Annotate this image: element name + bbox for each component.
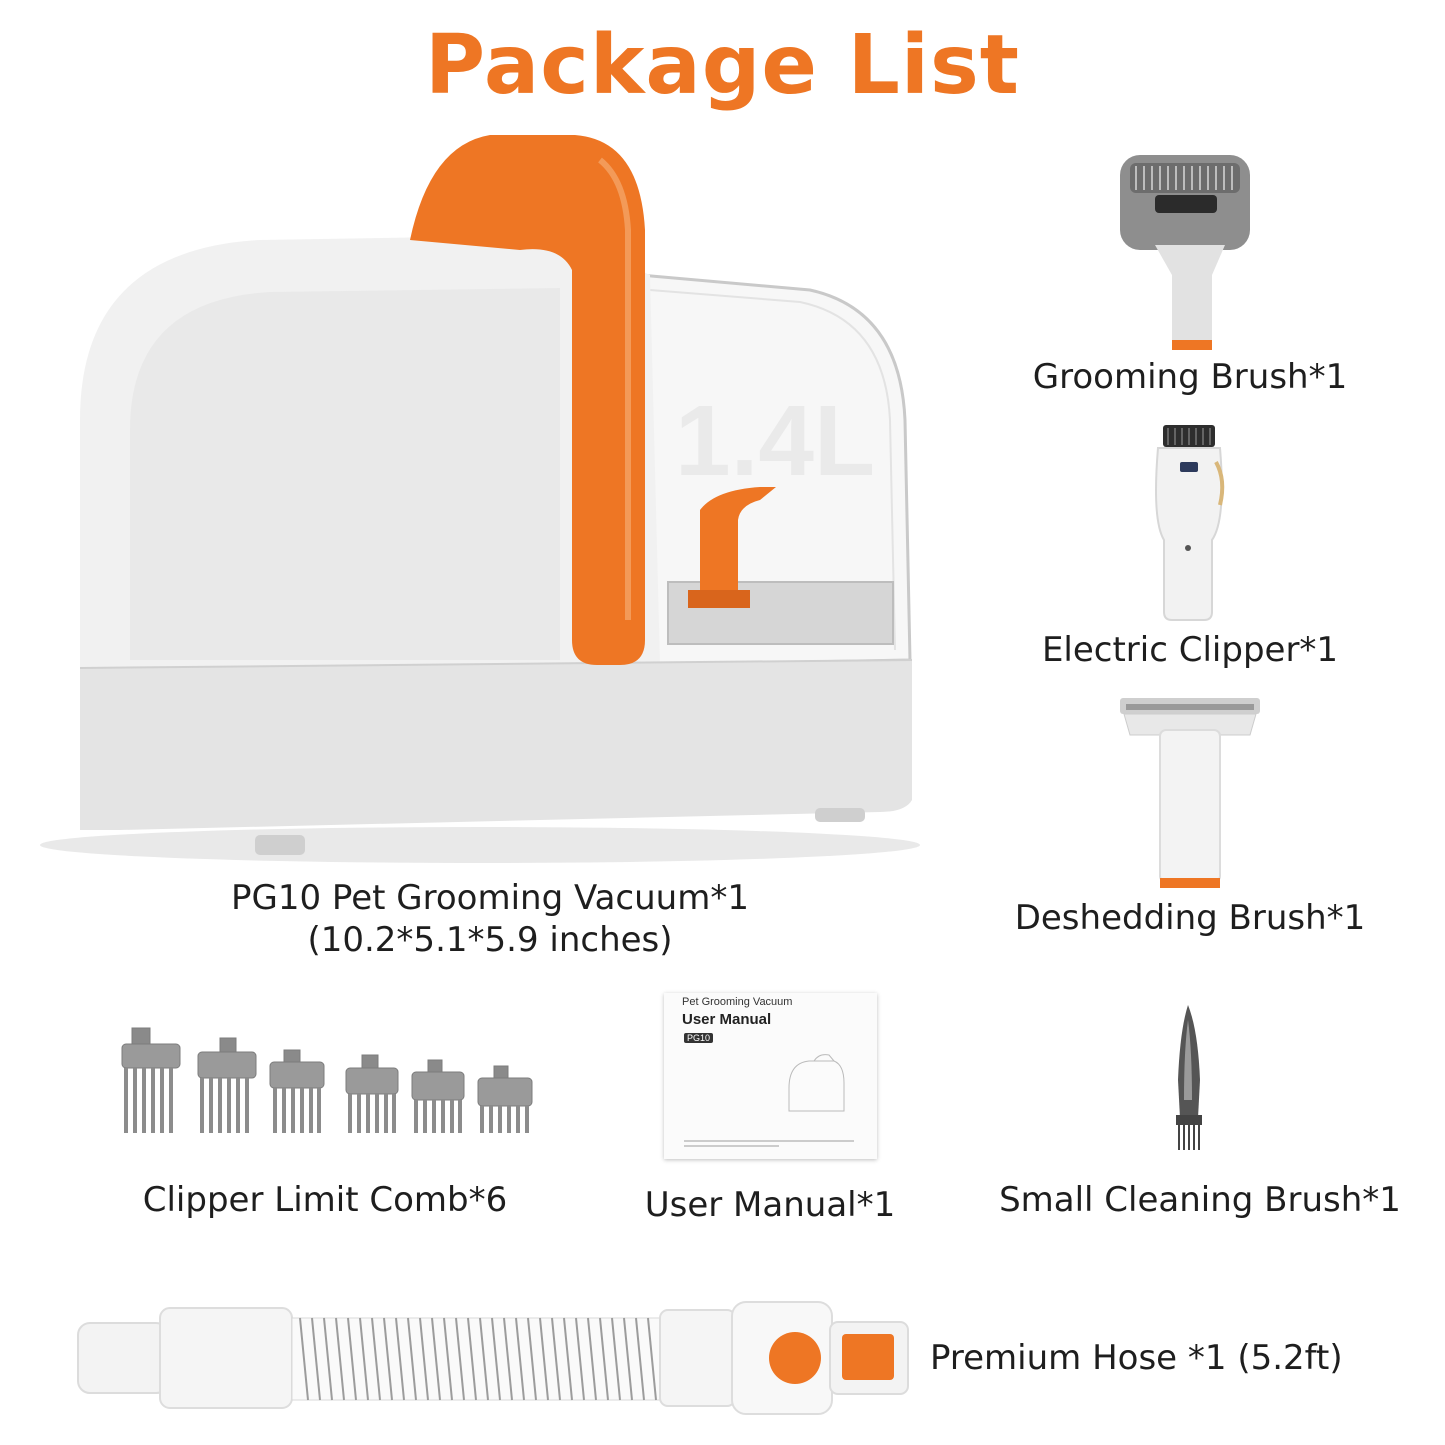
vacuum-label: PG10 Pet Grooming Vacuum*1 [231,878,749,918]
page-title: Package List [425,18,1020,113]
vacuum-size-label: (10.2*5.1*5.9 inches) [307,920,673,960]
cleaning-brush-label: Small Cleaning Brush*1 [999,1180,1401,1220]
user-manual-label: User Manual*1 [644,1185,896,1225]
grooming-brush-label: Grooming Brush*1 [1032,357,1348,397]
manual-cover-title: User Manual [682,1011,772,1028]
limit-comb-label: Clipper Limit Comb*6 [142,1180,508,1220]
electric-clipper-label: Electric Clipper*1 [1041,630,1339,670]
hose-label: Premium Hose *1 (5.2ft) [930,1338,1343,1378]
manual-cover-model: PG10 [684,1033,714,1043]
user-manual-image: Pet Grooming Vacuum User Manual PG10 [664,993,877,1159]
manual-cover-subtitle: Pet Grooming Vacuum [682,996,793,1008]
deshedding-brush-label: Deshedding Brush*1 [1014,898,1366,938]
capacity-label: 1.4L [675,385,875,497]
